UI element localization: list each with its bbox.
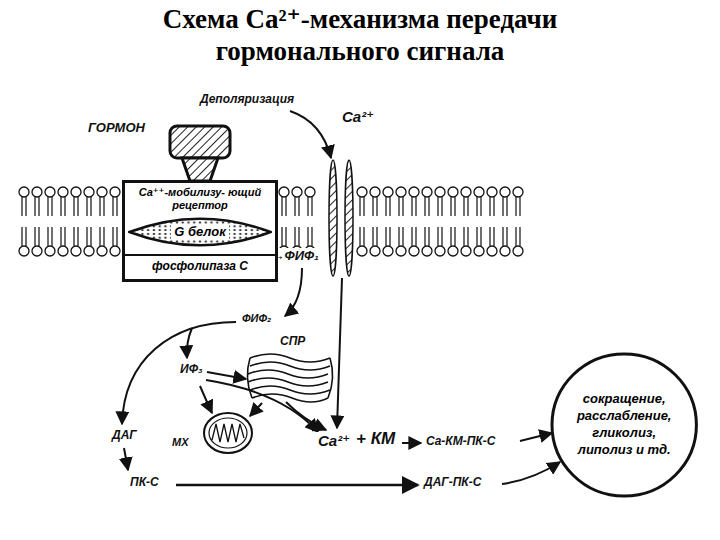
diagram-label: Деполяризация xyxy=(198,92,296,106)
node-text: Ca⁺⁺-мобилизу- ющий рецептор xyxy=(125,183,275,212)
diagram-label: ИФ₃ xyxy=(178,362,205,376)
diagram-label: Ca²⁺ xyxy=(316,432,352,450)
hormone-molecule xyxy=(170,126,230,181)
node-text: G белок xyxy=(171,225,229,240)
receptor-complex: Ca⁺⁺-мобилизу- ющий рецептор фосфолипаза … xyxy=(122,180,278,282)
calcium-channel xyxy=(329,160,353,276)
diagram-title: Схема Ca²⁺-механизма передачи гормональн… xyxy=(70,4,650,68)
diagram-label: СПР xyxy=(278,334,307,348)
effect-ellipse: сокращение, расслабление, гликолиз, липо… xyxy=(550,352,698,498)
diagram-label: ДАГ-ПК-С xyxy=(422,475,483,489)
diagram-label: + КМ xyxy=(354,429,397,449)
diagram-label: ДАГ xyxy=(110,428,139,442)
node-text: фосфолипаза С xyxy=(125,254,275,279)
diagram-label: ГОРМОН xyxy=(86,120,147,136)
diagram-label: МХ xyxy=(170,436,191,449)
diagram-label: ПК-С xyxy=(128,475,161,489)
mitochondrion-shape xyxy=(204,413,252,453)
diagram-label: Ca-КМ-ПК-С xyxy=(424,434,497,448)
g-protein-lens: G белок xyxy=(128,213,272,251)
node-text: сокращение, расслабление, гликолиз, липо… xyxy=(570,391,678,459)
diagram-label: ФИФ₂ xyxy=(240,312,273,325)
diagram-label: Ca²⁺ xyxy=(340,108,376,126)
signal-arrows xyxy=(122,111,560,485)
